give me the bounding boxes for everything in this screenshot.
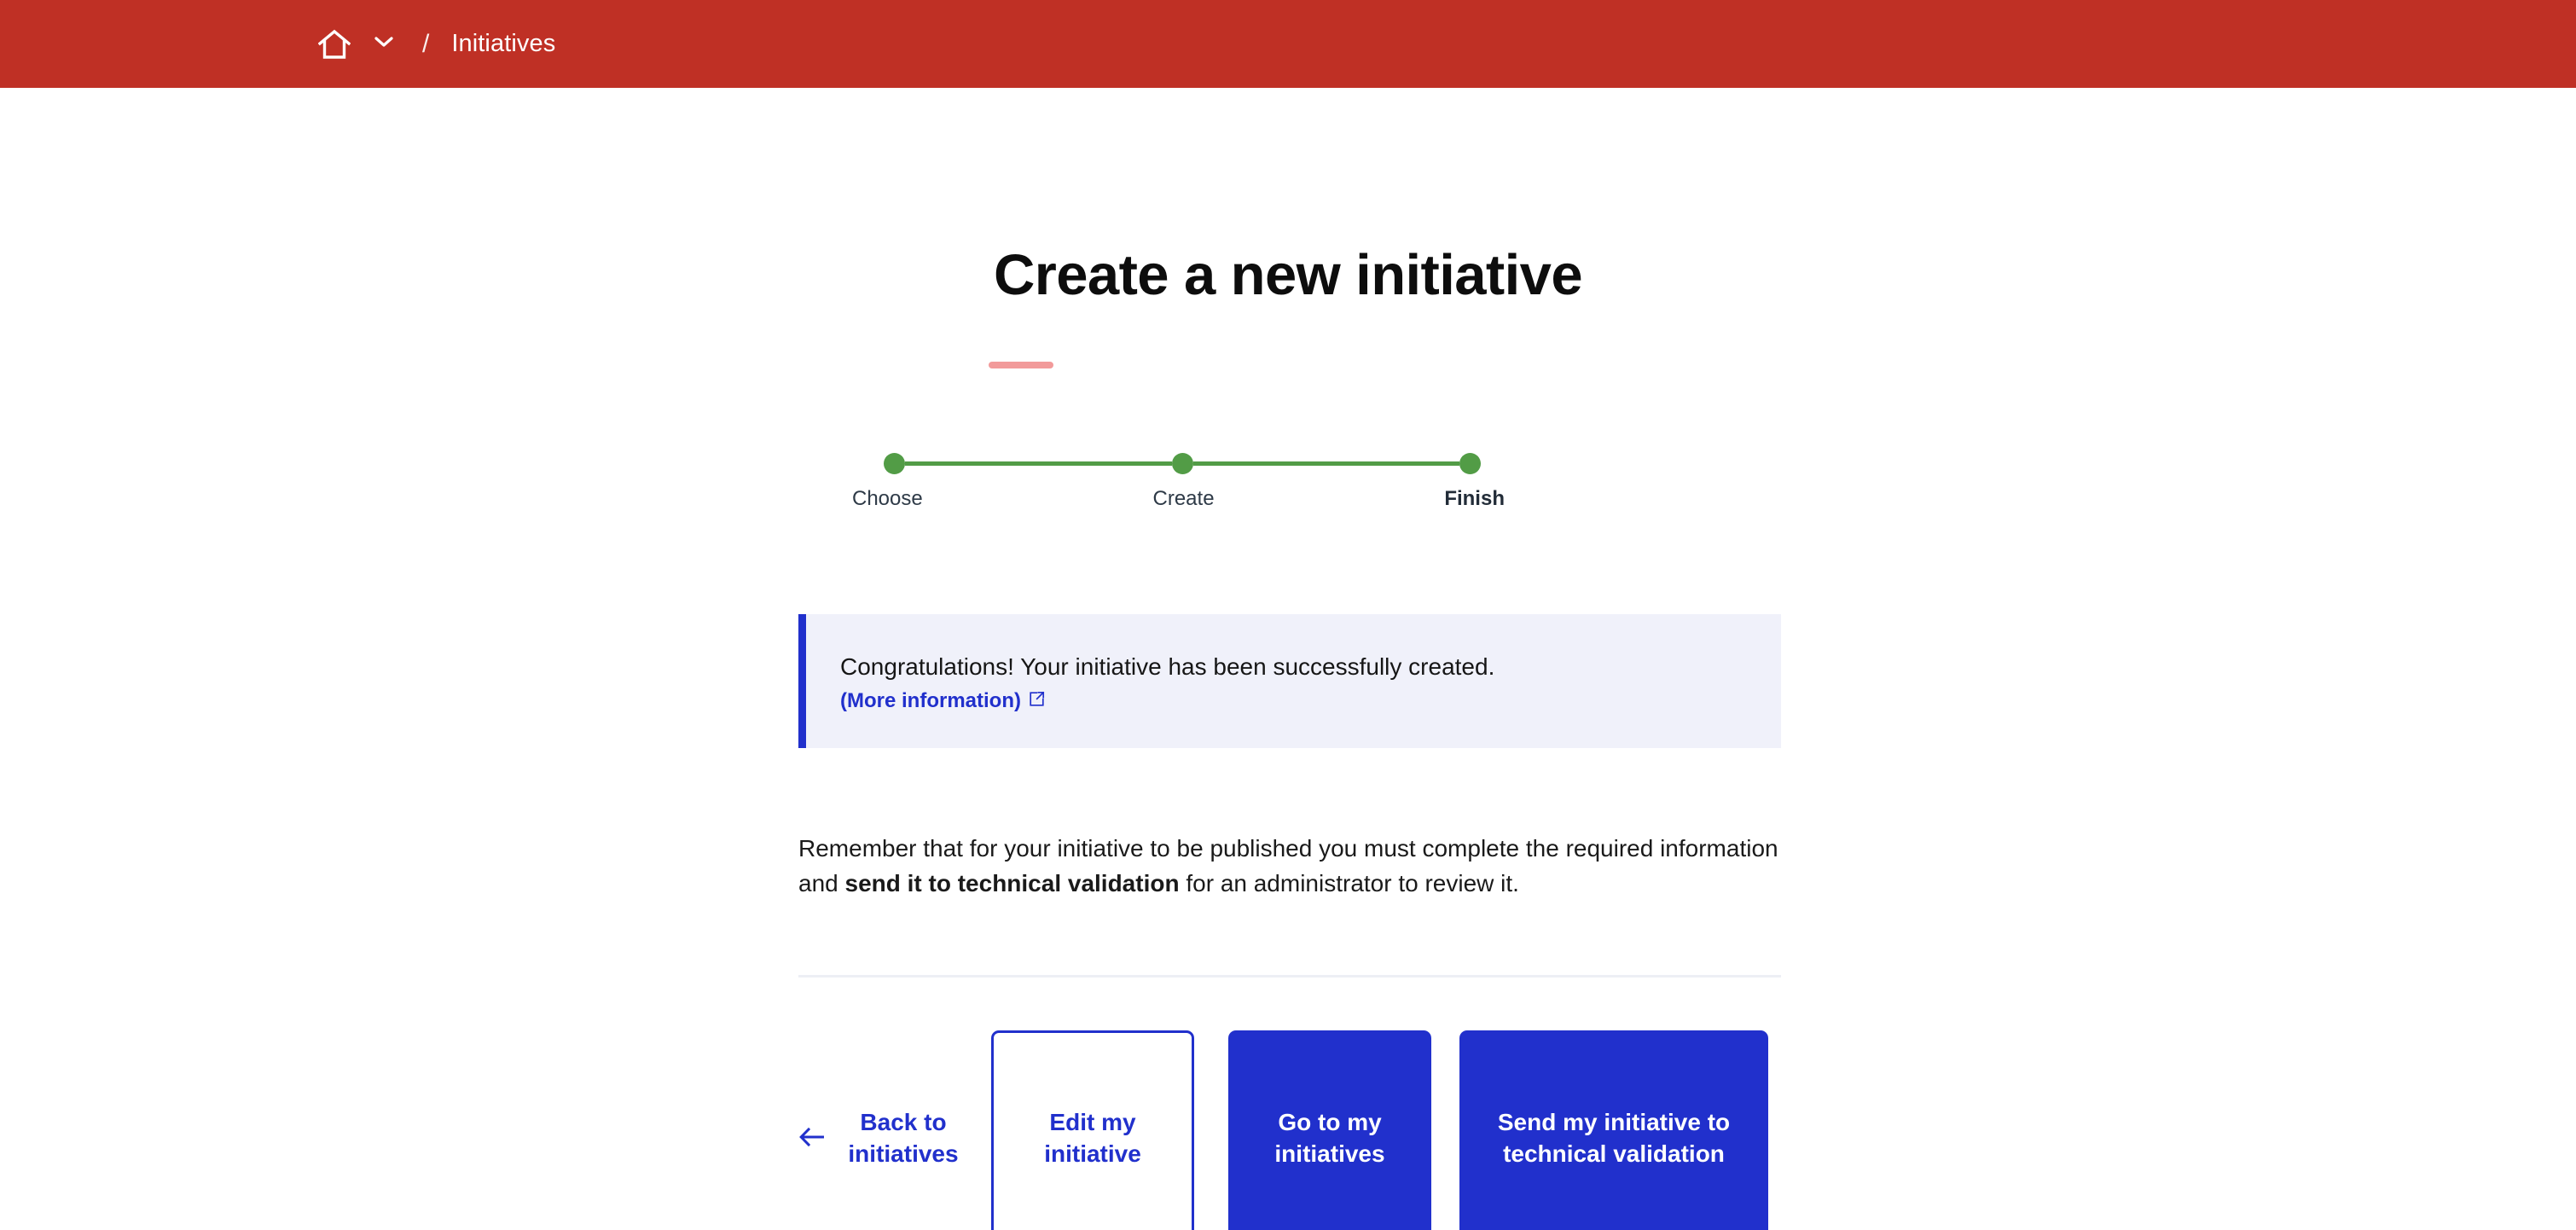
stepper-label-choose: Choose xyxy=(852,487,923,510)
stepper-track xyxy=(884,450,1481,477)
stepper-label-finish: Finish xyxy=(1444,487,1505,510)
callout-link-row: (More information) xyxy=(840,689,1747,713)
page-title-block: Create a new initiative xyxy=(0,243,2576,368)
reminder-text-part-1: Remember that for your initiative to be … xyxy=(798,835,1778,896)
page-title: Create a new initiative xyxy=(994,243,1583,307)
stepper-dot-choose xyxy=(884,452,905,474)
home-dropdown-button[interactable] xyxy=(366,25,402,64)
more-information-link[interactable]: (More information) xyxy=(840,689,1021,713)
action-bar: Back to initiatives Edit my initiative G… xyxy=(798,1030,1781,1230)
go-to-my-initiatives-button[interactable]: Go to my initiatives xyxy=(1228,1030,1431,1230)
stepper-label-create: Create xyxy=(1152,487,1215,510)
progress-stepper: Choose Create Finish xyxy=(852,450,1505,528)
callout-message: Congratulations! Your initiative has bee… xyxy=(840,653,1495,680)
stepper-dot-create xyxy=(1171,452,1193,474)
stepper-dot-finish xyxy=(1459,452,1481,474)
reminder-paragraph: Remember that for your initiative to be … xyxy=(798,832,1779,902)
success-callout: Congratulations! Your initiative has bee… xyxy=(798,614,1781,748)
send-to-technical-validation-button[interactable]: Send my initiative to technical validati… xyxy=(1459,1030,1768,1230)
reminder-text-part-2: for an administrator to review it. xyxy=(1179,869,1519,896)
edit-my-initiative-button[interactable]: Edit my initiative xyxy=(991,1030,1194,1230)
section-divider xyxy=(798,975,1781,978)
stepper-connector-1 xyxy=(905,461,1172,466)
chevron-down-icon xyxy=(374,36,393,52)
reminder-text-emphasis: send it to technical validation xyxy=(844,869,1180,896)
back-to-initiatives-label: Back to initiatives xyxy=(848,1109,959,1167)
arrow-left-icon xyxy=(798,1127,826,1152)
back-to-initiatives-link[interactable]: Back to initiatives xyxy=(798,1030,991,1230)
breadcrumb-current-page[interactable]: Initiatives xyxy=(451,30,556,57)
stepper-labels: Choose Create Finish xyxy=(852,487,1505,511)
home-button[interactable] xyxy=(311,21,357,67)
external-link-icon xyxy=(1029,691,1045,711)
stepper-connector-2 xyxy=(1192,461,1459,466)
home-icon xyxy=(318,29,351,60)
title-underline-accent xyxy=(989,362,1053,368)
breadcrumb-separator: / xyxy=(422,29,430,58)
page-content: Create a new initiative Choose Create Fi… xyxy=(0,88,2576,1230)
top-navigation-bar: / Initiatives xyxy=(0,0,2576,88)
